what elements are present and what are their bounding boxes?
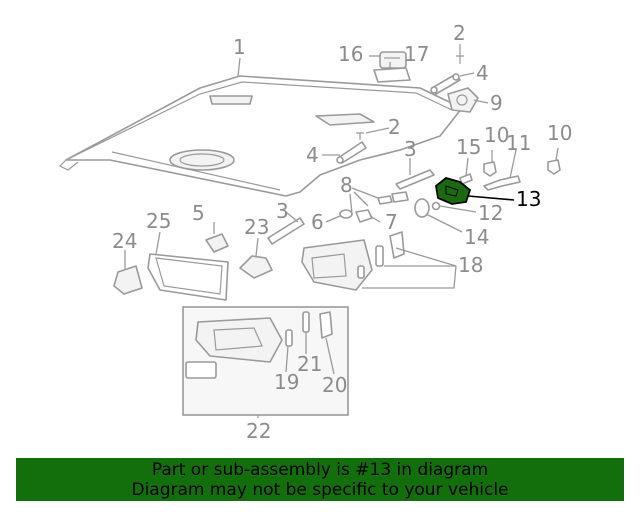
leader-lines <box>124 44 559 418</box>
banner-line-2: Diagram may not be specific to your vehi… <box>131 480 509 500</box>
callout-4-middle: 4 <box>306 143 319 167</box>
callout-1: 1 <box>233 35 246 59</box>
callout-8: 8 <box>340 173 353 197</box>
callout-13: 13 <box>516 187 541 211</box>
callout-5: 5 <box>192 201 205 225</box>
callout-20: 20 <box>322 373 347 397</box>
callout-24: 24 <box>112 229 137 253</box>
dome-light-housing <box>373 51 411 83</box>
sub-assembly-box <box>182 306 349 416</box>
callout-10-left: 10 <box>484 123 509 147</box>
callout-15: 15 <box>456 135 481 159</box>
coat-hook <box>447 87 479 113</box>
callout-12: 12 <box>478 201 503 225</box>
overhead-console <box>301 231 405 291</box>
sun-visor <box>147 253 229 301</box>
callout-17: 17 <box>404 42 429 66</box>
grab-handle-top <box>430 73 461 95</box>
clips <box>377 191 409 205</box>
screw-middle <box>356 132 364 140</box>
callout-3-upper: 3 <box>404 137 417 161</box>
callout-23: 23 <box>244 215 269 239</box>
callout-2-top: 2 <box>453 21 466 45</box>
lens <box>414 198 430 218</box>
callout-4-top: 4 <box>476 61 489 85</box>
trim-strip-upper <box>395 169 435 190</box>
clip-bracket <box>339 209 373 223</box>
right-clips <box>459 159 561 191</box>
callout-10-right: 10 <box>547 121 572 145</box>
callout-21: 21 <box>297 352 322 376</box>
callout-7: 7 <box>385 210 398 234</box>
callout-19: 19 <box>274 370 299 394</box>
holder <box>113 265 143 295</box>
screw-top <box>456 55 464 64</box>
callout-labels: 1 2 2 3 3 4 4 5 6 7 8 9 10 10 11 12 13 1… <box>112 21 572 443</box>
cap <box>205 233 229 253</box>
bulb <box>431 201 441 211</box>
callout-22: 22 <box>246 419 271 443</box>
callout-16: 16 <box>338 42 363 66</box>
grab-handle-middle <box>336 141 367 164</box>
callout-6: 6 <box>311 210 324 234</box>
callout-14: 14 <box>464 225 489 249</box>
callout-9: 9 <box>490 91 503 115</box>
banner-line-1: Part or sub-assembly is #13 in diagram <box>151 460 489 480</box>
reading-lamp <box>239 255 273 279</box>
callout-25: 25 <box>146 209 171 233</box>
headliner-panel <box>58 75 463 197</box>
info-banner: Part or sub-assembly is #13 in diagram D… <box>16 458 624 501</box>
trim-strip-lower <box>267 217 305 245</box>
callout-3-lower: 3 <box>276 199 289 223</box>
callout-11: 11 <box>506 131 531 155</box>
parts-diagram: 1 2 2 3 3 4 4 5 6 7 8 9 10 10 11 12 13 1… <box>58 21 572 443</box>
callout-2-middle: 2 <box>388 115 401 139</box>
callout-18: 18 <box>458 253 483 277</box>
